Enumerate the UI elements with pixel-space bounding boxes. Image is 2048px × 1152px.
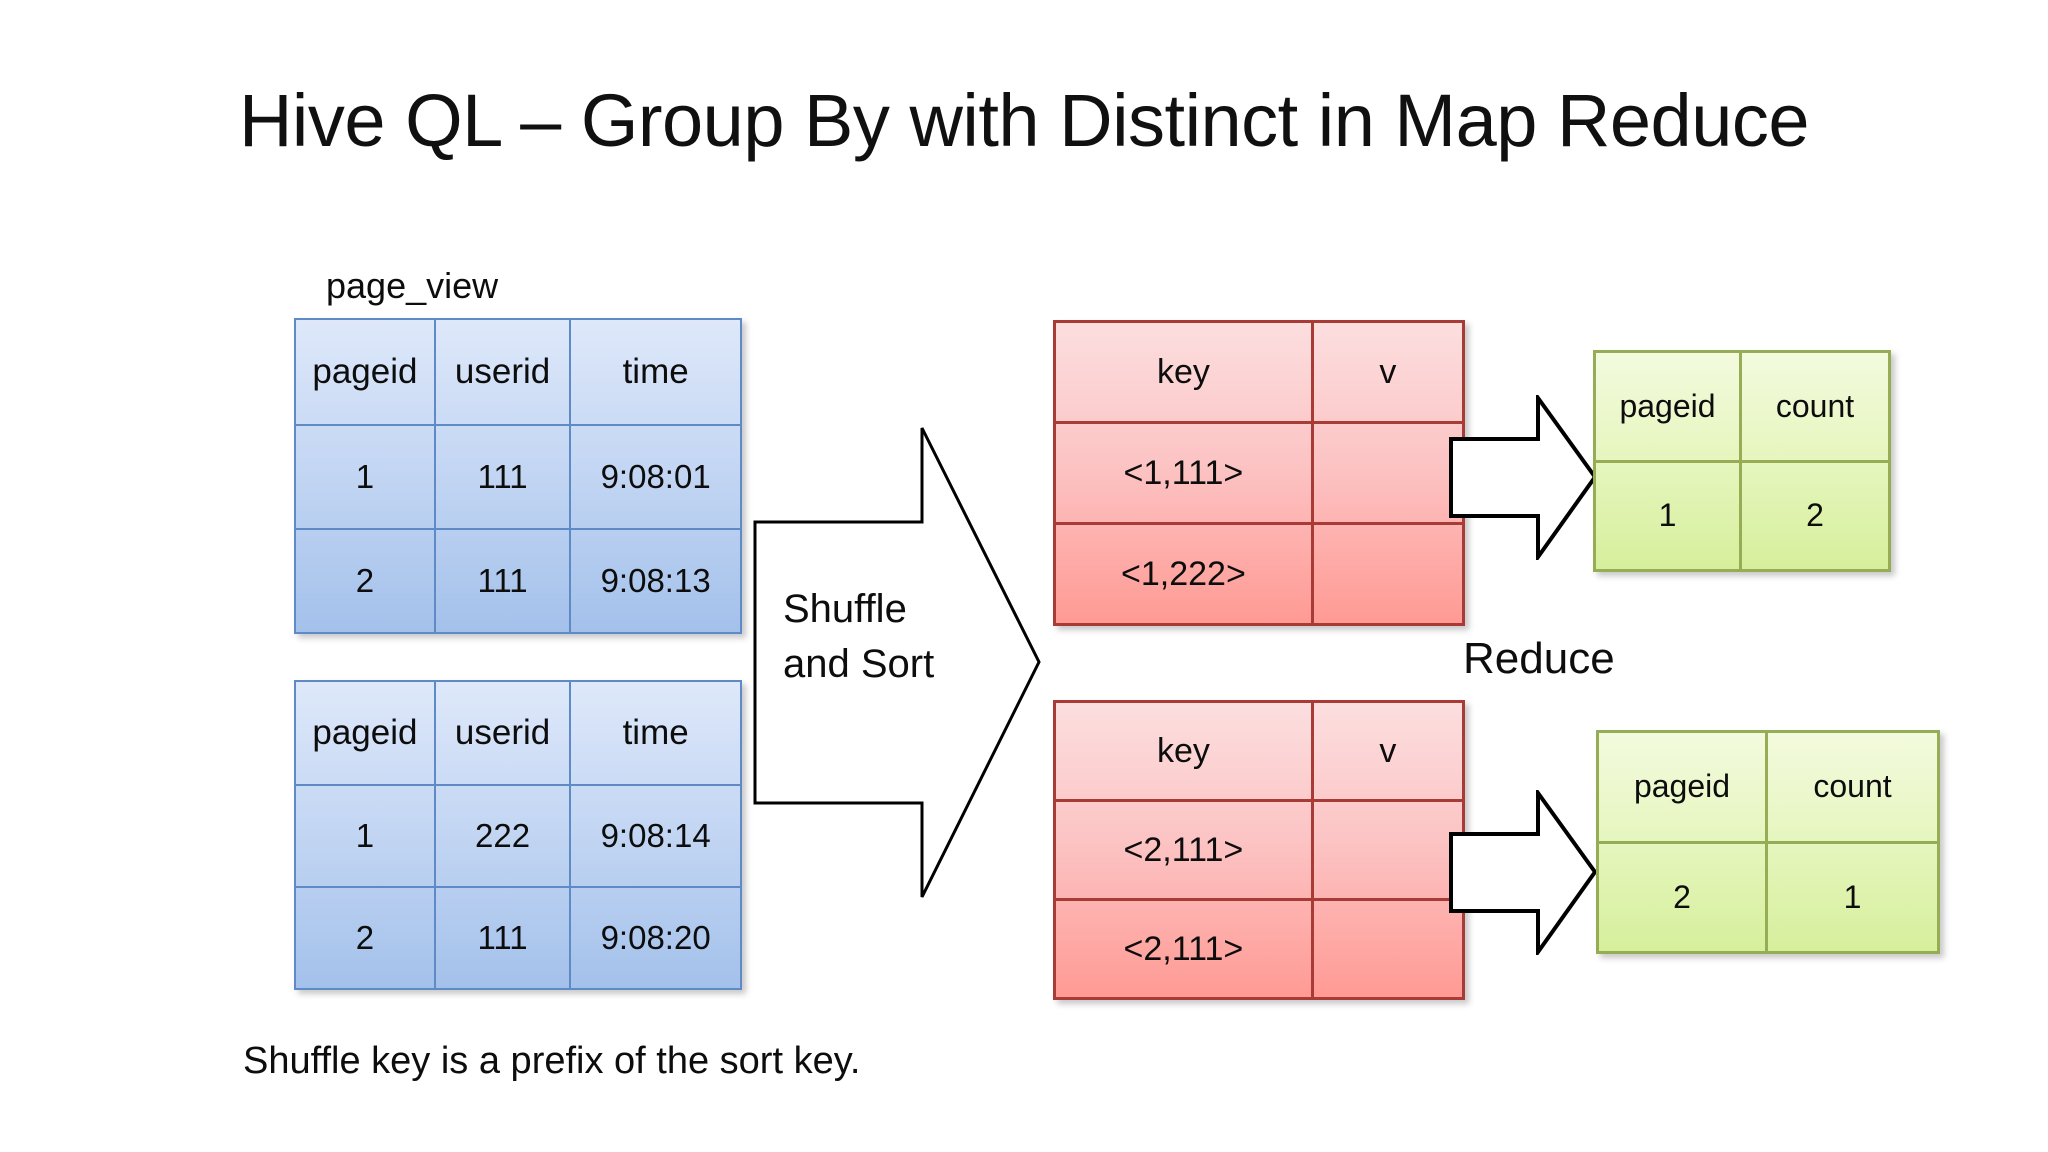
cell-time: 9:08:01 [571,426,740,531]
cell-value [1314,525,1462,623]
table-row: 2 1 [1599,843,1937,951]
header-cell-time: time [571,320,740,427]
table-row: 2 111 9:08:20 [296,888,740,988]
header-cell-count: count [1742,353,1888,463]
header-cell-key: key [1056,323,1314,424]
header-cell-value: v [1313,703,1462,802]
cell-value [1314,901,1462,997]
reduce-arrow-icon-top [1448,395,1598,560]
shuffle-output-table-2: key v <2,111> <2,111> [1053,700,1465,1000]
cell-userid: 111 [436,530,572,632]
shuffle-and-sort-label: Shuffle and Sort [783,587,935,686]
cell-key: <1,222> [1056,525,1314,623]
cell-key: <1,111> [1056,424,1314,525]
header-cell-pageid: pageid [296,320,436,427]
table-row: 1 111 9:08:01 [296,426,740,531]
cell-userid: 111 [435,426,572,531]
table-header-row: key v [1056,323,1462,424]
table-header-row: pageid count [1596,353,1888,463]
page-title: Hive QL – Group By with Distinct in Map … [238,79,1810,162]
cell-count: 2 [1806,497,1824,534]
slide-caption: Shuffle key is a prefix of the sort key. [243,1040,861,1082]
cell-userid: 222 [435,786,572,889]
table-row: 2 111 9:08:13 [296,530,740,632]
page-view-table-label: page_view [326,265,499,306]
shuffle-and-sort-arrow-icon [752,425,1042,900]
table-row: 1 2 [1596,462,1888,569]
table-header-row: pageid userid time [296,320,740,427]
map-input-table-1: pageid userid time 1 111 9:08:01 2 111 9… [294,318,742,634]
cell-value [1313,802,1462,901]
cell-time: 9:08:20 [600,919,711,957]
cell-time: 9:08:14 [571,786,740,889]
table-header-row: key v [1056,703,1462,802]
cell-pageid: 2 [296,888,436,988]
header-cell-key: key [1056,703,1314,802]
reduce-output-table-1: pageid count 1 2 [1593,350,1891,572]
cell-key: <2,111> [1056,901,1314,997]
cell-pageid: 1 [296,426,436,531]
reduce-output-table-2: pageid count 2 1 [1596,730,1940,954]
cell-pageid: 2 [1599,843,1768,951]
table-row: <2,111> [1056,901,1462,997]
cell-time: 9:08:13 [600,562,711,600]
table-header-row: pageid count [1599,733,1937,844]
cell-pageid: 1 [1596,462,1742,569]
cell-userid: 111 [436,888,572,988]
table-header-row: pageid userid time [296,682,740,787]
table-row: <1,222> [1056,525,1462,623]
cell-pageid: 1 [296,786,436,889]
header-cell-pageid: pageid [1596,353,1742,463]
map-input-table-2: pageid userid time 1 222 9:08:14 2 111 9… [294,680,742,990]
header-cell-pageid: pageid [296,682,436,787]
table-row: <2,111> [1056,802,1462,901]
table-row: 1 222 9:08:14 [296,786,740,889]
reduce-arrow-icon-bottom [1448,790,1598,955]
cell-value [1313,424,1462,525]
cell-pageid: 2 [296,530,436,632]
header-cell-value: v [1313,323,1462,424]
table-row: <1,111> [1056,424,1462,525]
header-cell-count: count [1768,733,1937,844]
cell-count: 1 [1843,878,1862,915]
reduce-stage-label: Reduce [1463,634,1615,683]
header-cell-userid: userid [435,320,572,427]
header-cell-time: time [571,682,740,787]
header-cell-pageid: pageid [1599,733,1768,844]
cell-key: <2,111> [1056,802,1314,901]
shuffle-output-table-1: key v <1,111> <1,222> [1053,320,1465,626]
header-cell-userid: userid [435,682,572,787]
